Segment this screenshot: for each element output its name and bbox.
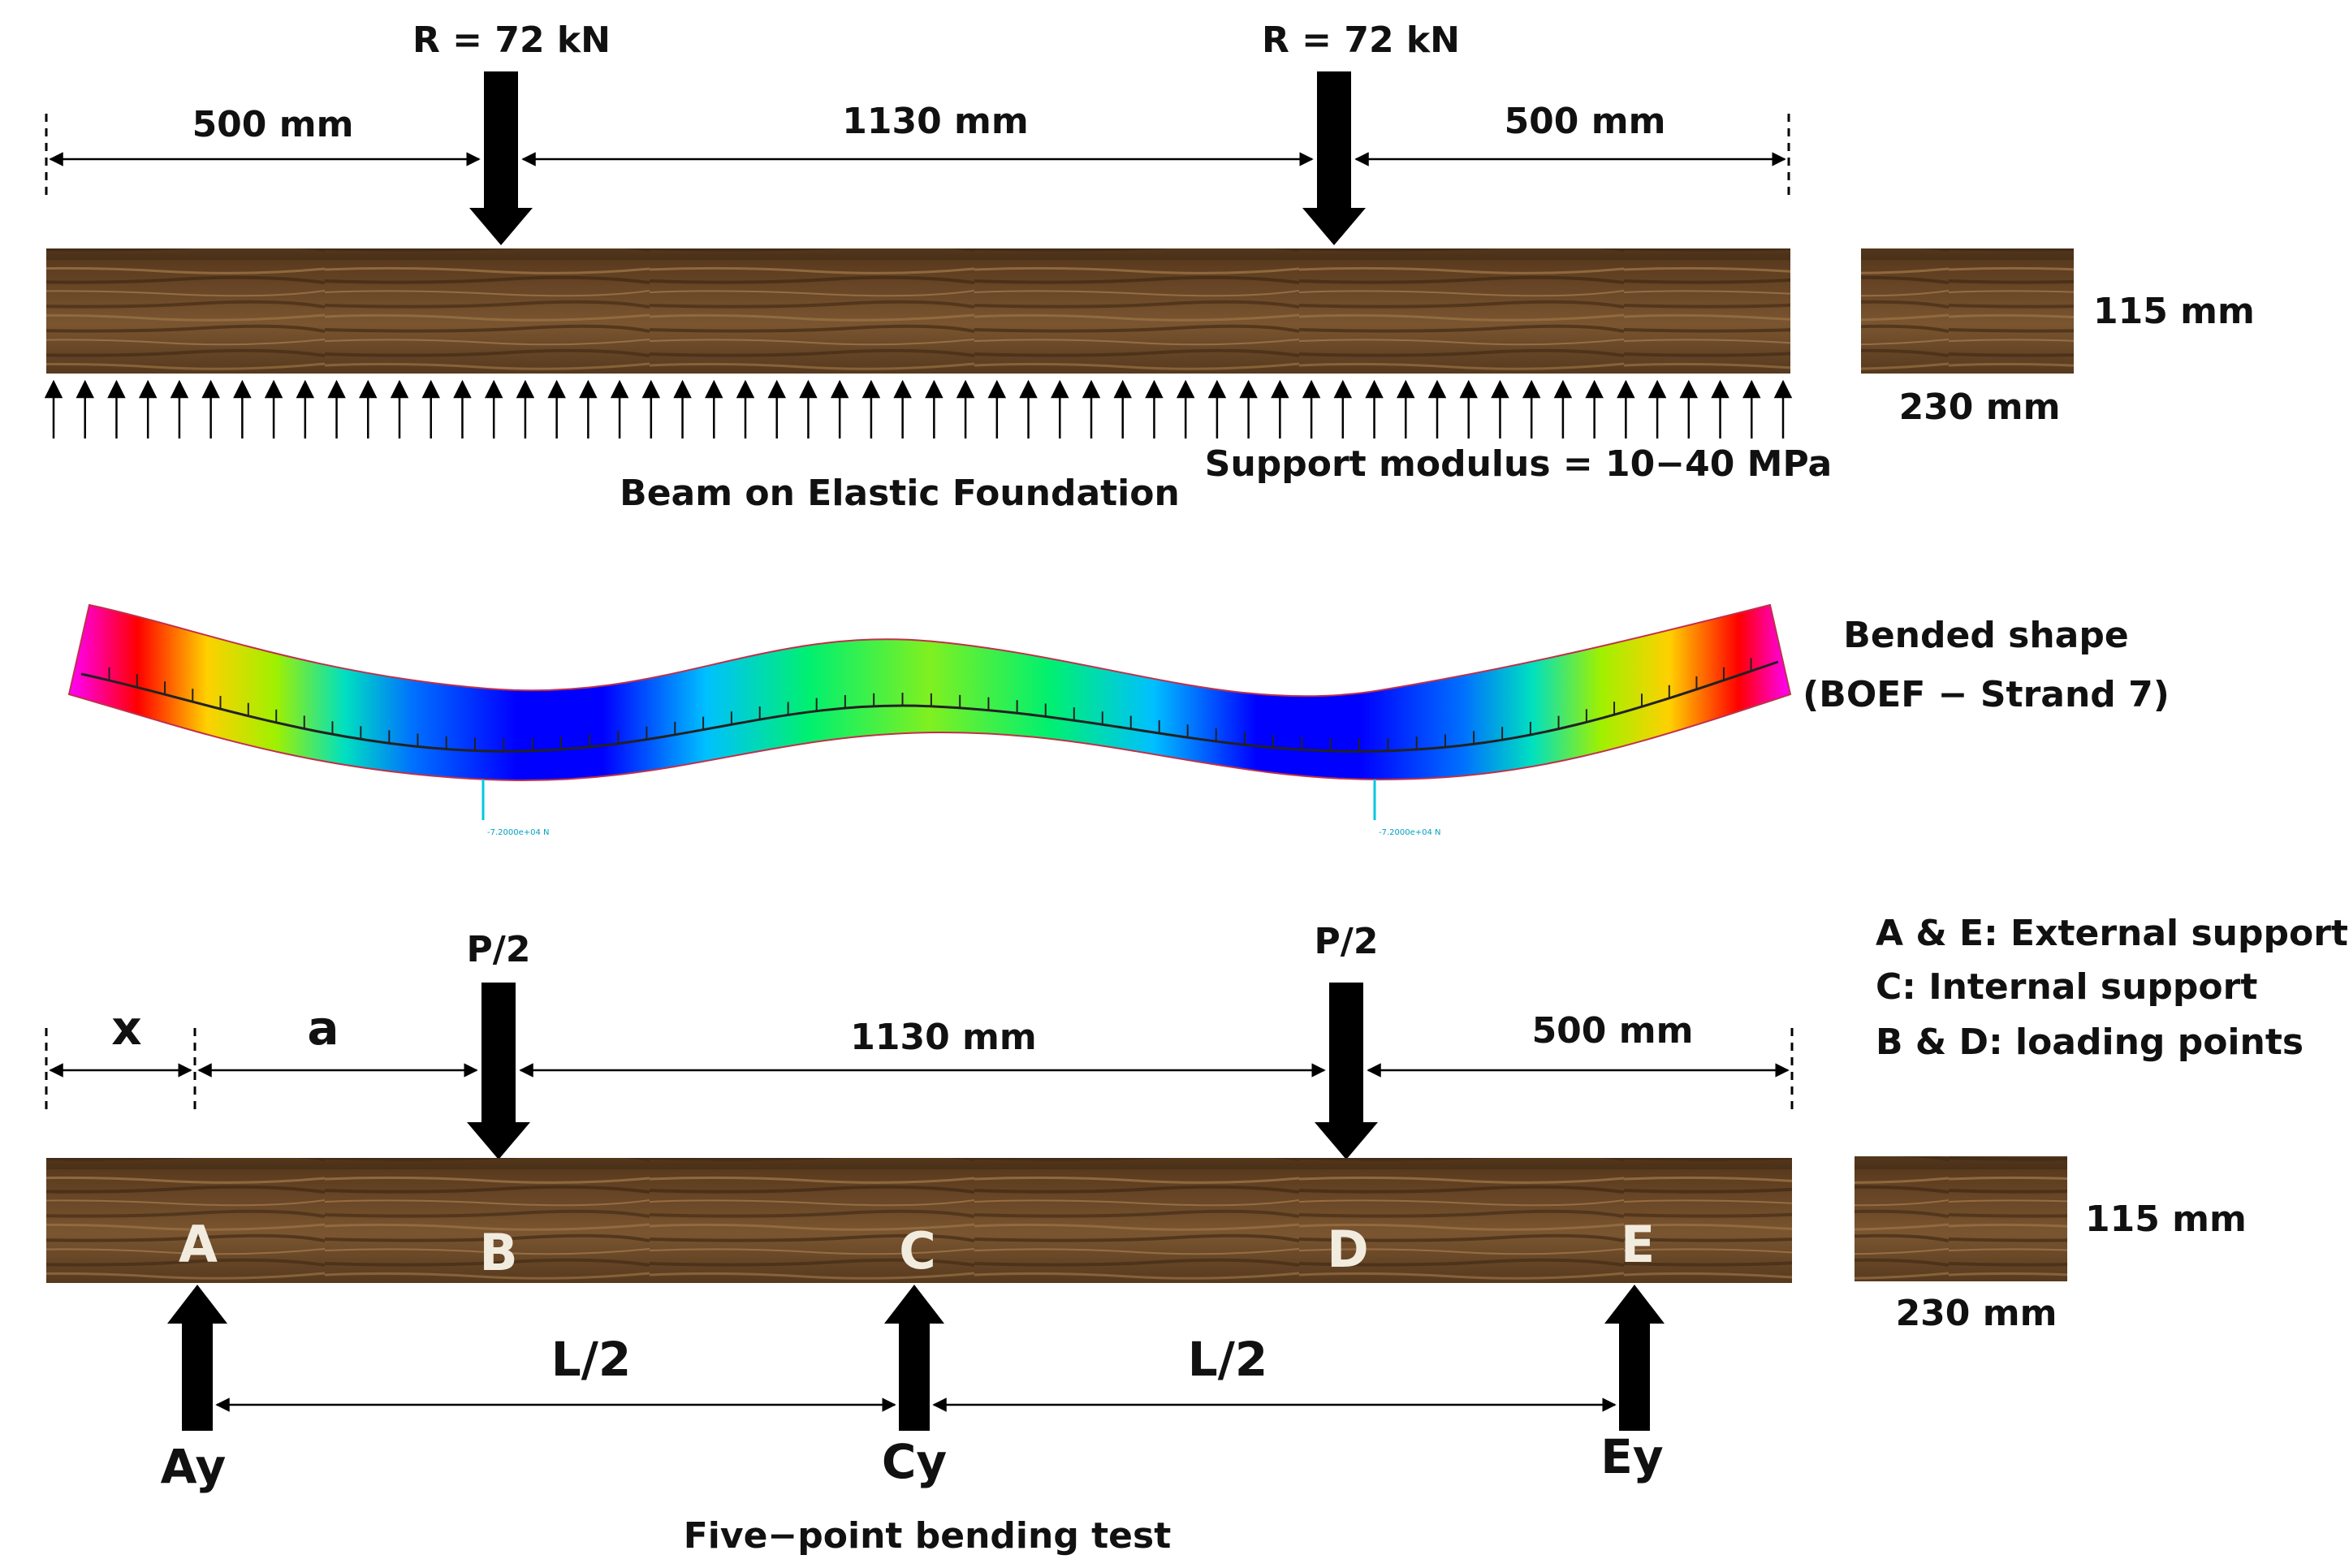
bottom-section-width-label: 230 mm (1896, 1293, 2058, 1334)
point-label-d: D (1327, 1220, 1368, 1279)
top-dim-left-label: 500 mm (192, 104, 354, 145)
top-dim-mid-label: 1130 mm (842, 101, 1028, 142)
bottom-dim-a-label: a (307, 1000, 339, 1056)
top-cross-section (1861, 248, 2074, 374)
top-load-left-label: R = 72 kN (412, 19, 611, 61)
legend-line-2: C: Internal support (1876, 966, 2257, 1008)
bottom-section-height-label: 115 mm (2085, 1199, 2247, 1240)
reaction-label-e: Ey (1600, 1429, 1663, 1484)
bottom-load-left-label: P/2 (467, 929, 531, 970)
bended-shape-subtitle: (BOEF − Strand 7) (1803, 674, 2170, 715)
top-load-left-arrow (469, 71, 533, 245)
deformed-beam-contour (67, 603, 1792, 781)
bottom-dim-x-label: x (111, 1000, 141, 1056)
bottom-timber-beam (46, 1158, 1792, 1283)
bended-shape-title: Bended shape (1843, 615, 2128, 656)
support-arrow-a (167, 1285, 227, 1431)
bottom-caption: Five−point bending test (684, 1515, 1172, 1557)
reaction-label-c: Cy (882, 1434, 947, 1489)
deformed-beam-centerline (80, 660, 1779, 753)
support-arrow-e (1604, 1285, 1665, 1431)
point-label-e: E (1621, 1215, 1655, 1274)
deformed-load-right-tag: -7.2000e+04 N (1379, 828, 1441, 837)
support-modulus-label: Support modulus = 10−40 MPa (1205, 443, 1832, 485)
reaction-label-a: Ay (161, 1439, 227, 1494)
top-dim-right-label: 500 mm (1505, 101, 1666, 142)
top-caption: Beam on Elastic Foundation (620, 473, 1180, 514)
point-label-a: A (179, 1215, 218, 1274)
top-load-right-arrow (1302, 71, 1366, 245)
bottom-load-left-arrow (467, 983, 530, 1160)
top-section-height-label: 115 mm (2093, 291, 2255, 332)
top-timber-beam (46, 248, 1790, 374)
point-label-b: B (479, 1223, 517, 1282)
top-section-width-label: 230 mm (1899, 387, 2061, 428)
top-panel: R = 72 kN R = 72 kN 500 mm 1130 mm 500 m… (44, 19, 2255, 514)
span-left-label: L/2 (551, 1332, 632, 1387)
bottom-dim-right-label: 500 mm (1532, 1010, 1694, 1052)
support-arrow-c (884, 1285, 944, 1431)
bottom-panel: P/2 P/2 x a 1130 mm 500 mm A B C D E L/2… (45, 913, 2349, 1557)
point-label-c: C (899, 1221, 936, 1281)
top-load-right-label: R = 72 kN (1262, 19, 1460, 61)
deformed-beam-mesh-ticks (108, 658, 1752, 752)
legend-line-3: B & D: loading points (1876, 1022, 2304, 1063)
bottom-dim-mid-label: 1130 mm (850, 1017, 1036, 1058)
bottom-cross-section (1855, 1156, 2067, 1281)
legend-line-1: A & E: External supports (1876, 913, 2349, 954)
span-right-label: L/2 (1188, 1332, 1268, 1387)
middle-panel: -7.2000e+04 N -7.2000e+04 N Bended shape… (67, 603, 2170, 837)
bottom-load-right-arrow (1315, 983, 1378, 1160)
elastic-foundation-arrows (44, 379, 1793, 438)
deformed-load-left-tag: -7.2000e+04 N (487, 828, 550, 837)
bottom-load-right-label: P/2 (1315, 921, 1379, 962)
